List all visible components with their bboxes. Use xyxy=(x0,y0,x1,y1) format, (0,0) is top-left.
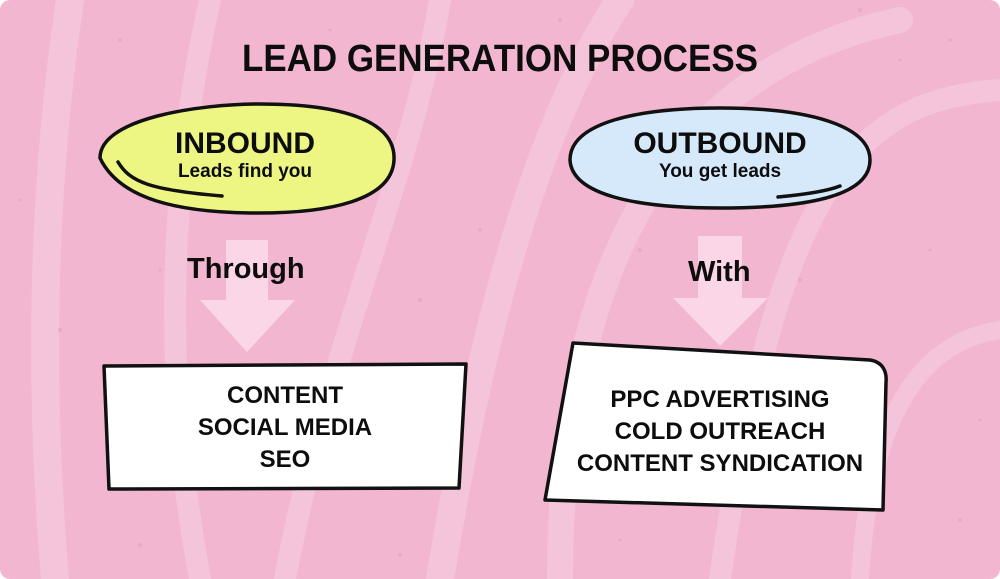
outbound-heading: OUTBOUND xyxy=(633,127,807,160)
inbound-down-arrow-icon xyxy=(200,240,295,352)
outbound-item: COLD OUTREACH xyxy=(614,418,826,445)
page-title: LEAD GENERATION PROCESS xyxy=(241,38,759,80)
outbound-box xyxy=(543,341,888,512)
outbound-bubble xyxy=(568,106,872,210)
inbound-bubble xyxy=(98,102,396,215)
outbound-connector-label: With xyxy=(688,256,751,288)
outbound-item: PPC ADVERTISING xyxy=(610,386,830,413)
outbound-down-arrow-icon xyxy=(673,236,768,346)
inbound-item: SEO xyxy=(259,446,311,473)
outbound-label-group: OUTBOUND You get leads xyxy=(600,128,840,184)
inbound-item: SOCIAL MEDIA xyxy=(197,414,373,441)
outbound-subheading: You get leads xyxy=(658,161,782,182)
inbound-items-list: CONTENT SOCIAL MEDIA SEO xyxy=(104,380,466,476)
inbound-box xyxy=(102,362,468,491)
outbound-item: CONTENT SYNDICATION xyxy=(576,450,864,477)
inbound-subheading: Leads find you xyxy=(177,161,313,182)
inbound-heading: INBOUND xyxy=(175,127,315,160)
inbound-label-group: INBOUND Leads find you xyxy=(130,128,360,184)
inbound-item: CONTENT xyxy=(227,382,343,409)
inbound-connector-label: Through xyxy=(187,253,305,285)
outbound-items-list: PPC ADVERTISING COLD OUTREACH CONTENT SY… xyxy=(560,384,880,480)
